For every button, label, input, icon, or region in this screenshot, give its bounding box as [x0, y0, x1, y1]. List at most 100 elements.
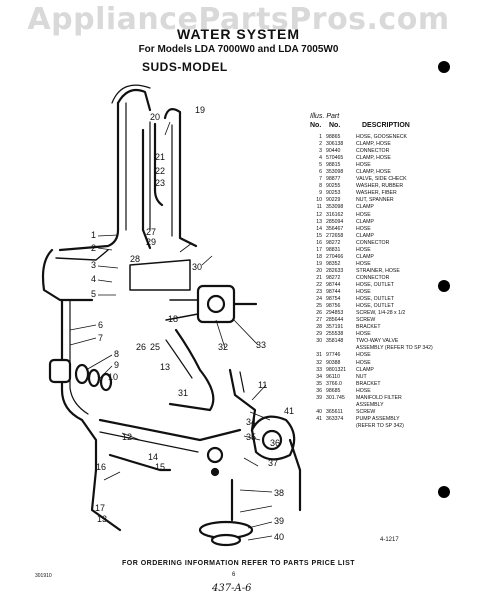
callout-38: 38 — [274, 488, 284, 498]
parts-row-illus-no: 41 — [316, 415, 322, 422]
parts-row-illus-no: 26 — [316, 310, 322, 317]
parts-row-description: CONNECTOR — [356, 239, 390, 246]
parts-row-illus-no: 36 — [316, 387, 322, 394]
parts-row-description: HOSE — [356, 289, 371, 296]
parts-row-illus-no: 28 — [316, 324, 322, 331]
parts-row-description: CLAMP, HOSE — [356, 169, 391, 176]
parts-row: ASSEMBLY (REFER TO SP 342) — [310, 345, 460, 352]
parts-row-part-no: 98685 — [326, 387, 341, 394]
parts-row-description: NUT, SPANNER — [356, 197, 394, 204]
callout-4: 4 — [91, 274, 96, 284]
parts-row-illus-no: 3 — [319, 148, 322, 155]
parts-row-part-no: 255538 — [326, 331, 344, 338]
callout-13a: 13 — [160, 362, 170, 372]
parts-row-description: HOSE — [356, 260, 371, 267]
parts-row-illus-no: 21 — [316, 274, 322, 281]
parts-row-part-no: 90255 — [326, 183, 341, 190]
parts-row-part-no: 90388 — [326, 359, 341, 366]
col-part-no: No. — [329, 122, 341, 129]
parts-row-description: STRAINER, HOSE — [356, 267, 400, 274]
parts-row-part-no: 270466 — [326, 253, 344, 260]
page-code: 301910 — [35, 573, 52, 579]
parts-row-part-no — [326, 402, 356, 409]
parts-row-part-no: 96110 — [326, 373, 341, 380]
callout-23: 23 — [155, 178, 165, 188]
callout-14: 14 — [148, 452, 158, 462]
parts-row-part-no: 285094 — [326, 218, 344, 225]
parts-row-part-no: 353098 — [326, 204, 344, 211]
page-subtitle: For Models LDA 7000W0 and LDA 7005W0 — [138, 44, 339, 55]
parts-row-part-no: 98744 — [326, 281, 341, 288]
section-label: SUDS-MODEL — [142, 60, 228, 74]
parts-row: 41 363374 PUMP ASSEMBLY — [310, 416, 460, 423]
parts-row-part-no: 282633 — [326, 267, 344, 274]
margin-dot-3 — [438, 486, 450, 498]
callout-3: 3 — [91, 260, 96, 270]
parts-row-description: TWO-WAY VALVE — [356, 338, 399, 345]
parts-row-description: WASHER, RUBBER — [356, 183, 404, 190]
parts-row: 36 98685 HOSE — [310, 388, 460, 395]
parts-row-part-no — [326, 423, 356, 430]
parts-row-part-no: 90440 — [326, 148, 341, 155]
parts-row-part-no: 306138 — [326, 141, 344, 148]
callout-25: 25 — [150, 342, 160, 352]
parts-row-illus-no: 7 — [319, 176, 322, 183]
parts-row-illus-no: 35 — [316, 380, 322, 387]
callout-40: 40 — [274, 532, 284, 542]
callout-8: 8 — [114, 349, 119, 359]
parts-row-illus-no: 14 — [316, 225, 322, 232]
col-description: DESCRIPTION — [362, 122, 410, 129]
parts-row-description: CLAMP — [356, 232, 374, 239]
parts-row-illus-no: 11 — [316, 204, 322, 211]
parts-row-part-no: 272658 — [326, 232, 344, 239]
callout-10: 10 — [108, 372, 118, 382]
callout-21: 21 — [155, 152, 165, 162]
parts-row-illus-no: 24 — [316, 296, 322, 303]
parts-row-description: SCREW — [356, 317, 376, 324]
parts-row-part-no: 90229 — [326, 197, 341, 204]
callout-18: 18 — [168, 314, 178, 324]
parts-row-part-no: 98352 — [326, 260, 341, 267]
margin-dot-2 — [438, 280, 450, 292]
parts-row-illus-no: 9 — [319, 190, 322, 197]
parts-row-illus-no: 40 — [316, 408, 322, 415]
parts-row-description: HOSE — [356, 387, 371, 394]
parts-row-description: CONNECTOR — [356, 274, 390, 281]
parts-row-illus-no: 19 — [316, 260, 322, 267]
ordering-note: FOR ORDERING INFORMATION REFER TO PARTS … — [121, 560, 356, 567]
parts-row-description: HOSE — [356, 211, 371, 218]
parts-row-illus-no: 34 — [316, 373, 322, 380]
parts-row-illus-no: 20 — [316, 267, 322, 274]
parts-row-illus-no: 17 — [316, 246, 322, 253]
callout-12: 12 — [122, 432, 132, 442]
parts-row-description: PUMP ASSEMBLY — [356, 415, 400, 422]
parts-row-part-no: 316162 — [326, 211, 344, 218]
parts-row-part-no: 98865 — [326, 134, 341, 140]
callout-26: 26 — [136, 342, 146, 352]
parts-row-part-no: 363374 — [326, 415, 344, 422]
parts-row-part-no: 90253 — [326, 190, 341, 197]
parts-row-description: CLAMP — [356, 253, 374, 260]
parts-row-illus-no: 39 — [316, 394, 322, 401]
parts-row-description: CLAMP — [356, 366, 374, 373]
callout-19: 19 — [195, 105, 205, 115]
callout-41: 41 — [284, 406, 294, 416]
